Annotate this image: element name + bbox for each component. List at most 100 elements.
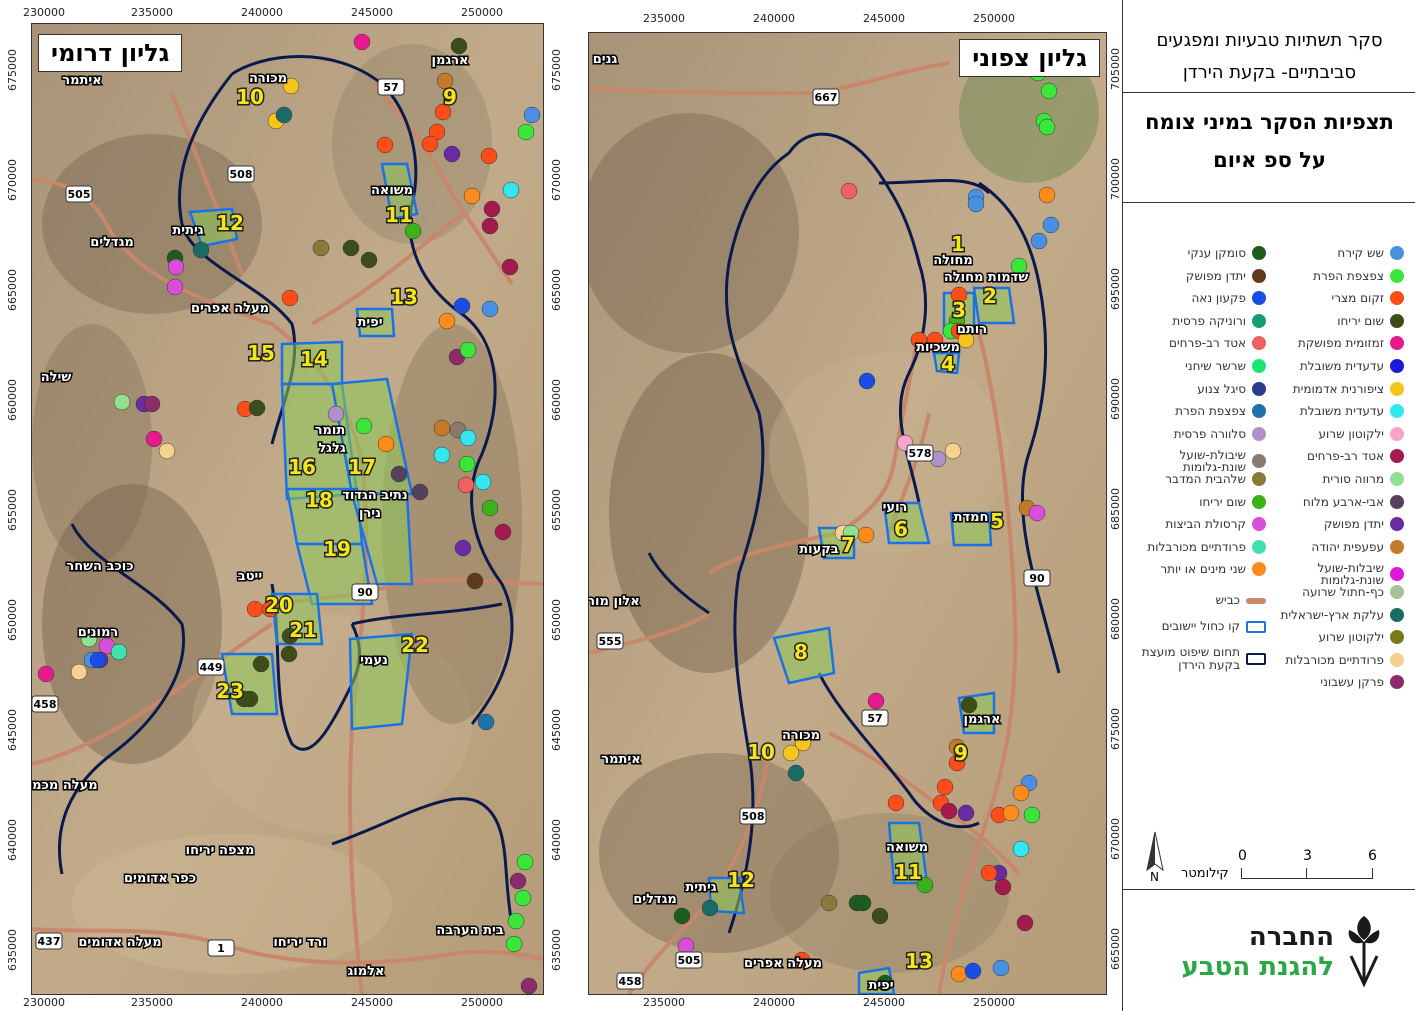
settlement-polygon [949, 511, 993, 547]
place-label: כוכב השחר [66, 559, 133, 574]
legend-item: שיבלות-שועל שונת-גלומות [1264, 562, 1404, 586]
y-tick-label: 640000 [550, 819, 563, 861]
observation-point [454, 539, 472, 557]
site-number: 3 [952, 298, 966, 322]
y-tick-label: 670000 [1109, 818, 1122, 860]
road-line [32, 927, 543, 965]
place-label: נירן [359, 506, 381, 521]
legend-label: ילקוטון שרוע [1318, 426, 1384, 441]
observation-point [459, 341, 477, 359]
place-label: יפית [868, 978, 893, 993]
x-tick-label: 250000 [973, 12, 1015, 25]
legend-label: אטד רב-פרחים [1307, 449, 1384, 464]
observation-point [858, 372, 876, 390]
observation-point [514, 889, 532, 907]
legend-item: שני מינים או יותר [1160, 562, 1266, 577]
settlement-polygon [972, 286, 1016, 325]
observation-point [483, 200, 501, 218]
observation-point [282, 77, 300, 95]
terrain-texture [609, 353, 809, 673]
observation-point [1012, 840, 1030, 858]
road-shield: 667 [812, 88, 840, 106]
legend-item: אטד רב-פרחים [1169, 336, 1266, 351]
road-number: 57 [383, 81, 398, 94]
place-label: רותם [957, 322, 987, 337]
y-tick-label: 650000 [6, 599, 19, 641]
y-tick-label: 660000 [6, 379, 19, 421]
terrain-texture [599, 753, 839, 953]
place-label: ארגמן [432, 53, 469, 68]
legend-swatch [1252, 359, 1266, 373]
y-tick-label: 705000 [1109, 48, 1122, 90]
place-label: ורד יריחו [273, 935, 326, 950]
observation-point [252, 655, 270, 673]
scale-label: קילומטר [1181, 866, 1229, 881]
observation-point [948, 754, 966, 772]
observation-point [453, 297, 471, 315]
place-label: מעלה אדומים [78, 935, 161, 950]
site-number: 12 [727, 868, 755, 892]
settlement-polygon [882, 501, 931, 545]
legend-label: פקעון נאה [1191, 291, 1246, 306]
observation-point [457, 476, 475, 494]
legend-item: פרקן עשבוני [1320, 675, 1404, 690]
legend-label: ציפורנית אדמומית [1292, 381, 1384, 396]
observation-point [967, 195, 985, 213]
y-tick-label: 675000 [1109, 708, 1122, 750]
council-boundary [331, 797, 514, 925]
site-number: 16 [288, 455, 316, 479]
x-tick-label: 245000 [351, 996, 393, 1009]
legend-swatch [1252, 291, 1266, 306]
legend-label: עלקת ארץ-ישראלית [1280, 607, 1384, 622]
legend-item: אבי-ארבע מלוח [1302, 494, 1404, 509]
legend-swatch [1390, 567, 1404, 582]
observation-point [404, 222, 422, 240]
observation-point [950, 965, 968, 983]
logo-line2: להגנת הטבע [1181, 952, 1335, 982]
place-label: כפר אדומים [124, 871, 196, 886]
x-tick-label: 240000 [753, 12, 795, 25]
legend-swatch [1390, 607, 1404, 622]
observation-point [474, 473, 492, 491]
road-number: 90 [1029, 572, 1045, 585]
legend-swatch [1390, 381, 1404, 396]
legend-line-label: תחום שיפוט מועצת בקעת הירדן [1141, 645, 1240, 672]
south-map-canvas: 57508505904494584371מכורהארגמןמשואהגיתית… [32, 24, 543, 994]
observation-point [950, 286, 968, 304]
legend-swatch [1252, 336, 1266, 351]
observation-point [443, 145, 461, 163]
observation-point [280, 645, 298, 663]
x-tick-label: 240000 [753, 996, 795, 1009]
legend-label: ילקוטון שרוע [1318, 630, 1384, 645]
place-label: איתמר [62, 73, 101, 88]
place-label: גיתית [685, 880, 716, 895]
legend-label: סומקן ענקי [1187, 246, 1246, 260]
legend-label: שרשר שיחני [1185, 359, 1246, 373]
observation-point [463, 187, 481, 205]
y-tick-label: 660000 [550, 379, 563, 421]
legend-item: סומקן ענקי [1188, 246, 1266, 260]
road-number: 667 [815, 91, 838, 104]
observation-point [353, 33, 371, 51]
observation-point [192, 241, 210, 259]
legend-swatch [1390, 585, 1404, 599]
road-shield: 449 [197, 658, 225, 676]
place-label: נתיב הגדוד [342, 488, 408, 503]
legend-item: שלהבית המדבר [1165, 472, 1266, 486]
legend-label: אבי-ארבע מלוח [1302, 494, 1384, 509]
legend-label: יתדן מפושק [1323, 517, 1384, 532]
legend-label: שני מינים או יותר [1160, 562, 1246, 577]
legend-swatch [1390, 652, 1404, 667]
legend-item: שום יריחו [1199, 494, 1266, 509]
y-tick-label: 645000 [6, 709, 19, 751]
legend-swatch [1390, 630, 1404, 645]
observation-point [248, 399, 266, 417]
place-label: תומר [315, 423, 346, 438]
legend-item: אטד רב-פרחים [1307, 449, 1404, 464]
observation-point [37, 665, 55, 683]
legend-label: עדעדית משובלת [1299, 404, 1384, 419]
observation-point [876, 974, 894, 992]
legend-swatch [1390, 291, 1404, 306]
